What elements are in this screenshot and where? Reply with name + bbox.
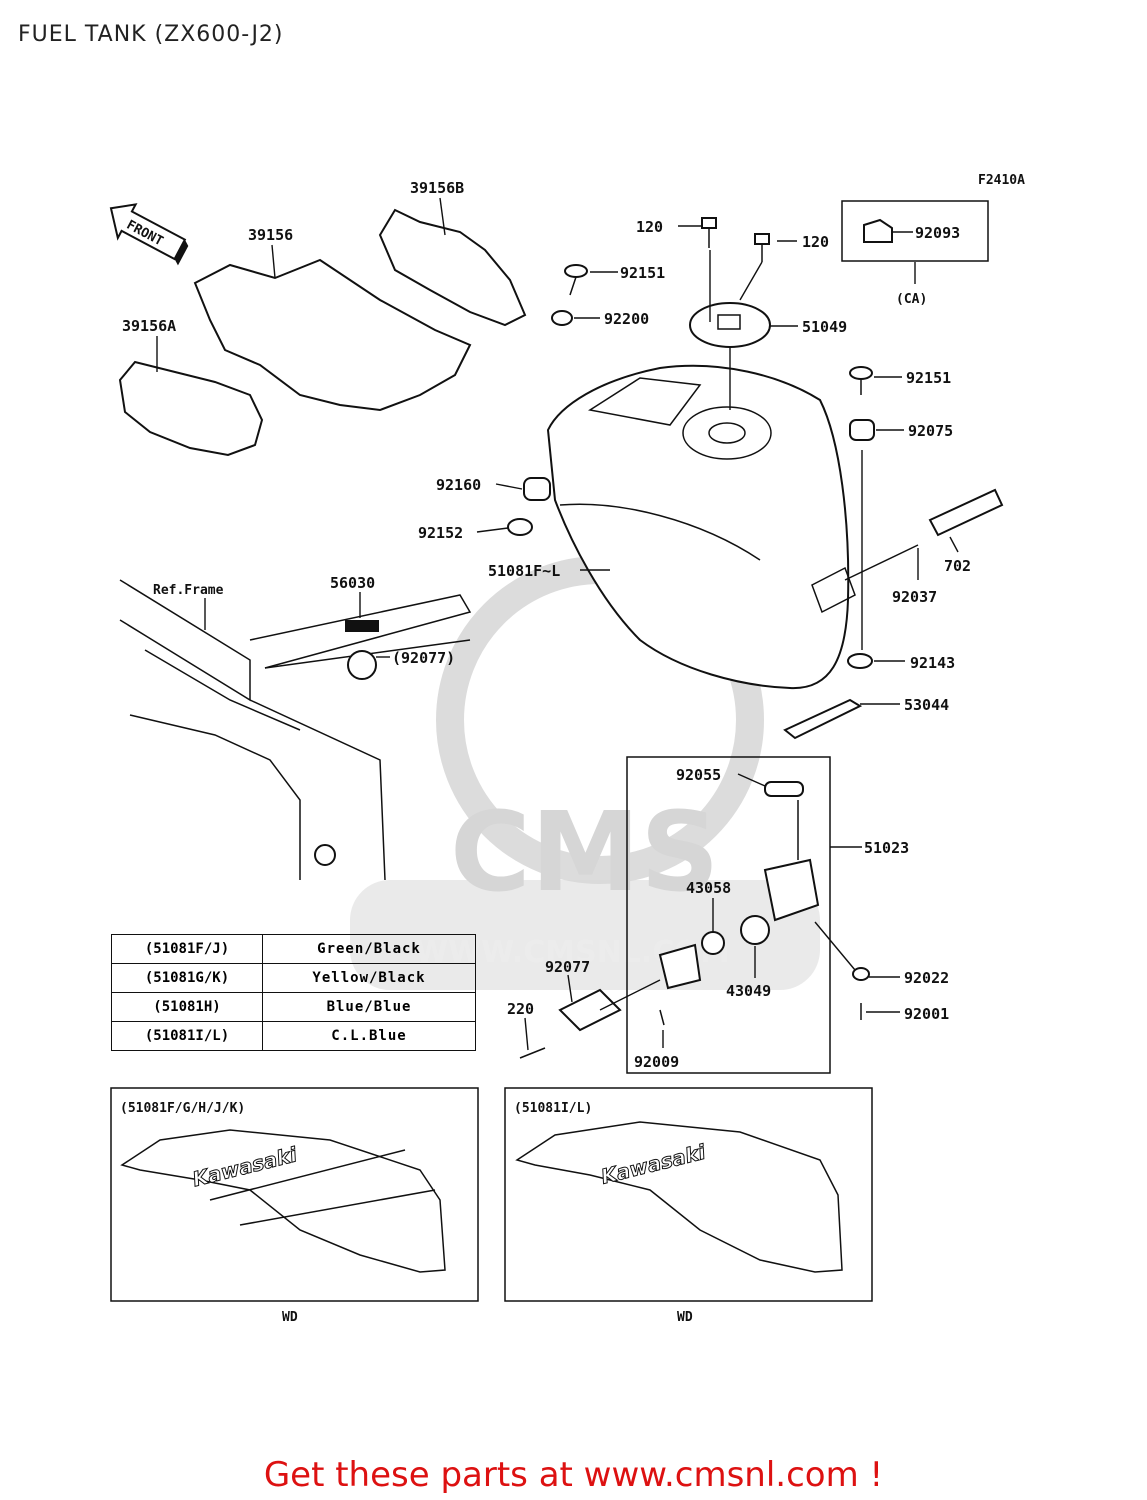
label-92037: 92037 (892, 588, 937, 606)
panel-left-footer: WD (282, 1310, 298, 1325)
label-92151-top: 92151 (620, 264, 665, 282)
label-51023: 51023 (864, 839, 909, 857)
panel-left-logo: Kawasaki (190, 1142, 300, 1191)
frame-reference (119, 579, 472, 881)
panel-left-title: (51081F/G/H/J/K) (120, 1101, 245, 1116)
label-220: 220 (507, 1000, 534, 1018)
label-92075: 92075 (908, 422, 953, 440)
color-name: Blue/Blue (262, 992, 476, 1022)
label-120-right: 120 (802, 233, 829, 251)
front-arrow-icon: FRONT (109, 203, 189, 266)
grommet-92143 (847, 653, 873, 669)
panel-right-footer: WD (677, 1310, 693, 1325)
hose-702 (844, 488, 1004, 581)
lever-92077 (558, 943, 702, 1032)
label-92093: 92093 (915, 224, 960, 242)
pad-39156 (193, 258, 472, 412)
screw-92009 (659, 1009, 665, 1026)
fuel-tank (546, 364, 856, 690)
pad-39156B (378, 208, 527, 327)
label-92001: 92001 (904, 1005, 949, 1023)
label-702: 702 (944, 557, 971, 575)
parts-diagram: CMS WWW.CMSNL.COM F2410A FRONT (109, 173, 1025, 1325)
label-92055: 92055 (676, 766, 721, 784)
color-name: Yellow/Black (262, 963, 476, 993)
table-row: (51081F/J) Green/Black (111, 934, 476, 964)
label-39156B: 39156B (410, 179, 464, 197)
collar-92152 (507, 518, 533, 536)
color-code: (51081I/L) (111, 1021, 263, 1051)
fuel-cock-51023 (701, 781, 820, 955)
bolt-92151-right (849, 366, 873, 395)
cap-92093-box (841, 200, 989, 262)
label-92143: 92143 (910, 654, 955, 672)
promo-link[interactable]: Get these parts at www.cmsnl.com ! (263, 1455, 884, 1495)
color-name: C.L.Blue (262, 1021, 476, 1051)
label-53044: 53044 (904, 696, 949, 714)
table-row: (51081H) Blue/Blue (111, 992, 476, 1022)
color-code: (51081G/K) (111, 963, 263, 993)
cap-51049 (689, 302, 771, 348)
label-92151-right: 92151 (906, 369, 951, 387)
washer-92022 (852, 967, 870, 981)
panel-right-logo: Kawasaki (599, 1139, 709, 1188)
table-row: (51081G/K) Yellow/Black (111, 963, 476, 993)
washer-92200 (551, 310, 573, 326)
label-92022: 92022 (904, 969, 949, 987)
panel-right: (51081I/L) Kawasaki WD (504, 1087, 873, 1325)
color-code: (51081H) (111, 992, 263, 1022)
page-title: FUEL TANK (ZX600-J2) (18, 22, 284, 47)
label-39156A: 39156A (122, 317, 176, 335)
leader-lines (156, 197, 959, 1051)
damper-92075 (849, 419, 875, 441)
pad-39156A (118, 360, 264, 457)
screw-220 (519, 1047, 546, 1059)
damper-92160 (523, 477, 551, 501)
panel-right-title: (51081I/L) (514, 1101, 592, 1116)
label-92152: 92152 (418, 524, 463, 542)
bolt-120-left (701, 217, 717, 248)
label-51081: 51081F~L (488, 562, 560, 580)
label-120-left: 120 (636, 218, 663, 236)
label-92200: 92200 (604, 310, 649, 328)
label-92009: 92009 (634, 1053, 679, 1071)
figure-code: F2410A (978, 173, 1025, 188)
bolt-120-right (754, 233, 770, 262)
table-row: (51081I/L) C.L.Blue (111, 1021, 476, 1051)
label-43049: 43049 (726, 982, 771, 1000)
label-92077: 92077 (545, 958, 590, 976)
label-51049: 51049 (802, 318, 847, 336)
color-name: Green/Black (262, 934, 476, 964)
label-92077-ref: (92077) (392, 649, 455, 667)
strap-53044 (783, 698, 863, 740)
bolt-92151-top (564, 264, 588, 296)
watermark-text: CMS (450, 788, 719, 916)
label-39156: 39156 (248, 226, 293, 244)
fuel-cock-box (626, 756, 831, 1074)
panel-left: (51081F/G/H/J/K) Kawasaki WD (110, 1087, 479, 1325)
color-table: (51081F/J) Green/Black (51081G/K) Yellow… (111, 934, 476, 1051)
label-92160: 92160 (436, 476, 481, 494)
color-code: (51081F/J) (111, 934, 263, 964)
label-56030: 56030 (330, 574, 375, 592)
label-ref-frame: Ref.Frame (153, 583, 224, 598)
label-43058: 43058 (686, 879, 731, 897)
label-assembly-ca: (CA) (896, 292, 927, 307)
